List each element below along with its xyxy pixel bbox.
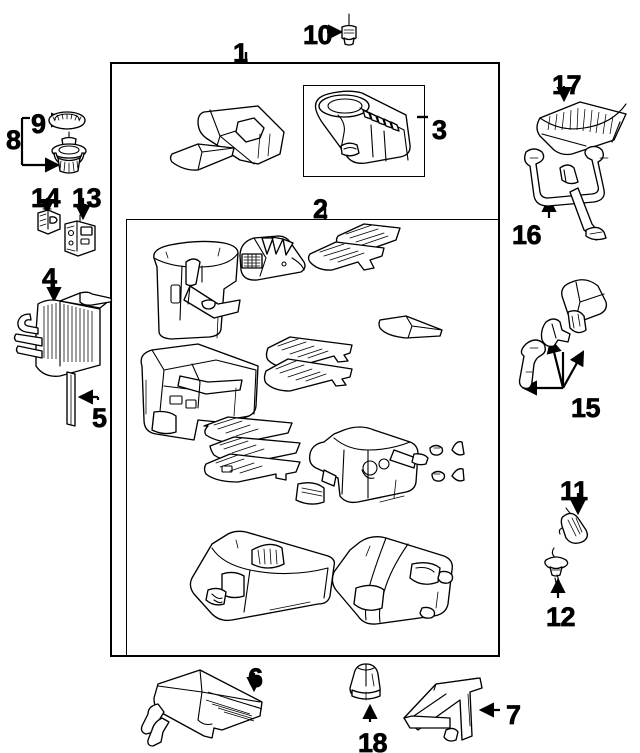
grommet-plug-part <box>349 663 381 701</box>
callout-label-4: 4 <box>42 263 58 293</box>
plenum-body-part <box>295 426 429 505</box>
callout-label-9: 9 <box>31 109 47 139</box>
evaporator-seal-part <box>66 371 76 427</box>
line-fitting-set-part <box>518 279 608 390</box>
blower-scroll-part <box>331 536 454 625</box>
duct-panel-b-part <box>307 241 385 271</box>
callout-label-10: 10 <box>303 20 333 50</box>
callout-label-2: 2 <box>313 194 329 224</box>
callout-label-14: 14 <box>31 183 61 213</box>
relay-switch-part <box>37 204 61 235</box>
bracket-frame-part <box>403 677 483 742</box>
callout-label-8: 8 <box>6 125 22 155</box>
inner-case-box <box>126 219 500 656</box>
expansion-valve-part <box>558 507 588 544</box>
callout-label-17: 17 <box>552 70 582 100</box>
vacuum-actuator-part <box>341 13 357 46</box>
blower-housing-box <box>303 85 425 177</box>
callout-label-16: 16 <box>512 220 542 250</box>
door-panel-b-part <box>263 358 353 392</box>
control-housing-part <box>239 235 306 281</box>
upper-duct-panel-part <box>197 105 285 165</box>
callout-label-6: 6 <box>248 663 264 693</box>
callout-label-15: 15 <box>571 393 601 423</box>
callout-label-13: 13 <box>72 183 102 213</box>
callout-label-1: 1 <box>233 38 249 68</box>
door-panel-e-part <box>203 453 301 483</box>
callout-label-3: 3 <box>432 115 448 145</box>
blower-motor-part <box>51 131 87 174</box>
blower-resistor-part <box>64 214 96 257</box>
callout-label-12: 12 <box>546 602 576 632</box>
evaporator-case-pan-part <box>189 530 336 622</box>
case-upper-half-part <box>153 240 241 340</box>
callout-label-18: 18 <box>358 728 388 753</box>
callout-label-11: 11 <box>560 476 589 506</box>
support-bracket-part <box>524 145 609 241</box>
clip-set-part <box>429 441 465 482</box>
sensor-switch-part <box>544 547 569 589</box>
blower-wheel-part <box>48 111 86 130</box>
callout-label-7: 7 <box>506 700 522 730</box>
callout-label-5: 5 <box>92 403 108 433</box>
upper-duct-trim-part <box>169 143 235 171</box>
cabin-filter-part <box>536 101 627 156</box>
case-lower-half-part <box>140 343 259 441</box>
blower-housing-part <box>314 90 411 164</box>
evaporator-core-part <box>13 291 113 377</box>
door-blade-part <box>378 315 443 339</box>
heater-core-part <box>140 669 263 747</box>
